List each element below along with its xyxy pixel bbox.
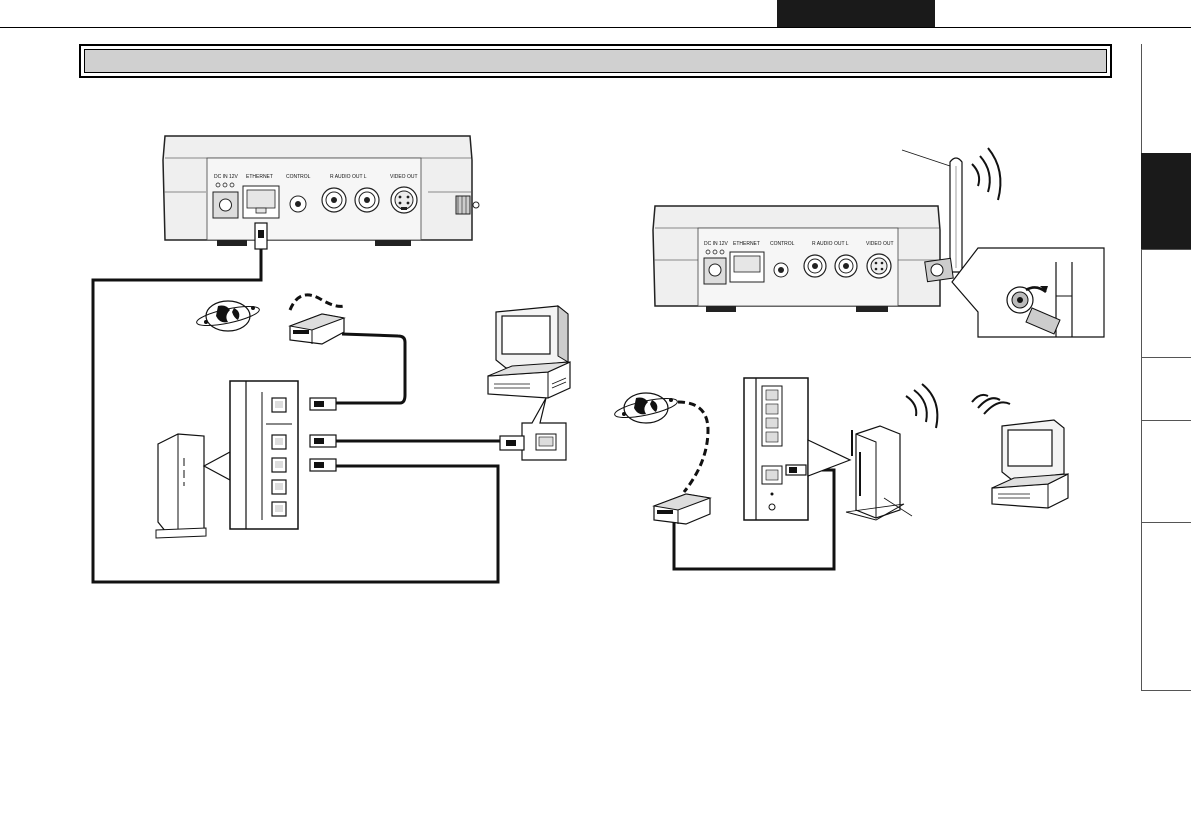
internet-link-dashed-wireless	[678, 402, 708, 492]
wireless-router-ports-panel	[744, 378, 808, 520]
device-rear-panel-wired: DC IN 12V ETHERNET CONTROL R AUDIO OUT L…	[163, 136, 479, 246]
computer-icon	[488, 306, 570, 398]
antenna-leader-line	[902, 150, 950, 166]
label-video-out-2: VIDEO OUT	[866, 241, 894, 247]
antenna-connector	[456, 196, 479, 214]
globe-icon	[195, 301, 261, 331]
router-plugs	[310, 398, 336, 471]
wireless-router-icon	[846, 384, 937, 520]
wired-connection: DC IN 12V ETHERNET CONTROL R AUDIO OUT L…	[93, 136, 570, 582]
label-dc-in-2: DC IN 12V	[704, 241, 729, 247]
lan-cable-modem	[320, 334, 405, 403]
modem-icon-wireless	[654, 494, 710, 524]
label-audio-out: R AUDIO OUT L	[330, 174, 367, 180]
label-audio-out-2: R AUDIO OUT L	[812, 241, 849, 247]
antenna-attach-callout	[952, 248, 1104, 337]
router-tower-icon	[156, 434, 206, 538]
wireless-connection: DC IN 12V ETHERNET CONTROL R AUDIO OUT L…	[613, 148, 1104, 569]
device-rear-panel-wireless: DC IN 12V ETHERNET CONTROL R AUDIO OUT L…	[653, 206, 953, 312]
globe-icon-wireless	[613, 393, 679, 423]
label-video-out: VIDEO OUT	[390, 174, 418, 180]
router-ports-panel	[230, 381, 298, 529]
video-out-jack	[391, 187, 417, 213]
wireless-computer-icon	[972, 395, 1068, 508]
label-ethernet-2: ETHERNET	[733, 241, 760, 247]
label-control: CONTROL	[286, 174, 311, 180]
ethernet-port[interactable]	[243, 186, 279, 218]
label-ethernet: ETHERNET	[246, 174, 273, 180]
internet-link-dashed	[290, 295, 344, 310]
ethernet-plug	[255, 223, 267, 249]
label-control-2: CONTROL	[770, 241, 795, 247]
label-dc-in: DC IN 12V	[214, 174, 239, 180]
modem-icon	[290, 314, 344, 344]
router-callout-pointer	[204, 452, 230, 480]
computer-lan-port-callout	[500, 398, 566, 460]
